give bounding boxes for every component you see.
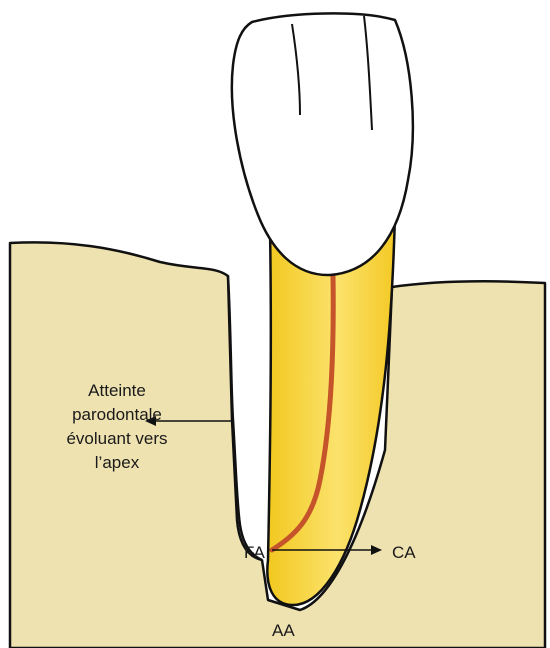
- periodontal-lesion-label: Atteinte parodontale évoluant vers l’ape…: [58, 379, 176, 475]
- label-line: parodontale: [58, 403, 176, 427]
- label-line: Atteinte: [58, 379, 176, 403]
- aa-label: AA: [272, 619, 295, 642]
- label-line: l’apex: [58, 451, 176, 475]
- fa-label: FA: [244, 541, 265, 564]
- label-line: évoluant vers: [58, 427, 176, 451]
- ca-label: CA: [392, 541, 416, 564]
- tooth-crown: [232, 13, 413, 275]
